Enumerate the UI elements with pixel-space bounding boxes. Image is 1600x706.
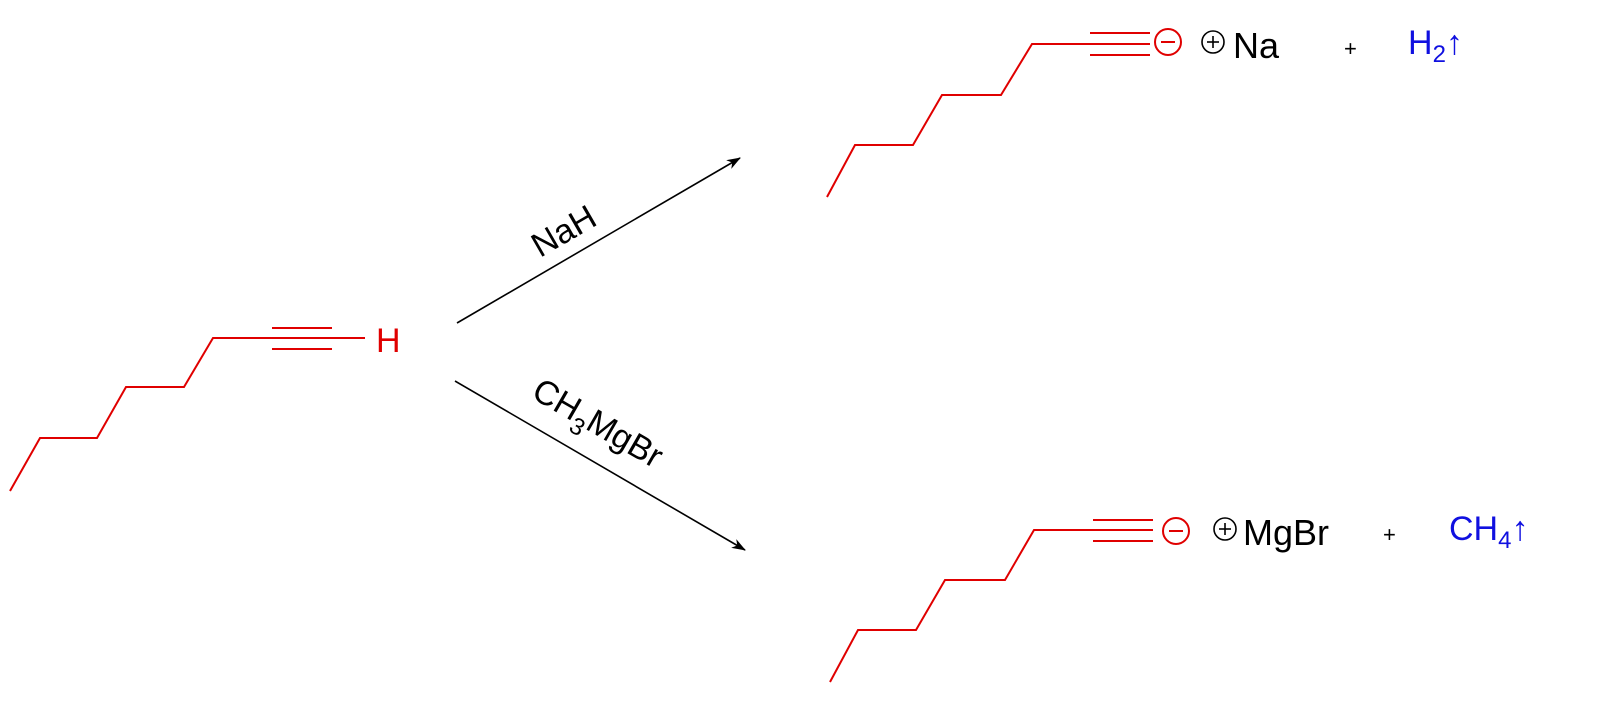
counterion-mgbr: MgBr (1243, 512, 1329, 553)
counterion-na: Na (1233, 25, 1280, 66)
hydrogen-label: H (376, 322, 401, 360)
svg-text:CH3MgBr: CH3MgBr (522, 371, 669, 483)
alkyl-chain (829, 529, 1153, 683)
plus-sign: + (1344, 36, 1357, 61)
gas-h2: H2↑ (1408, 24, 1463, 68)
positive-charge-icon (1201, 30, 1225, 54)
reaction-arrow-top (456, 157, 741, 324)
plus-sign: + (1383, 522, 1396, 547)
negative-charge-icon (1154, 28, 1182, 56)
positive-charge-icon (1213, 517, 1237, 541)
reactant-octyne (9, 327, 365, 492)
product-magnesium-acetylide (829, 517, 1190, 683)
reaction-arrow-bottom (454, 380, 746, 551)
alkyl-chain (9, 337, 365, 492)
negative-charge-icon (1162, 517, 1190, 545)
reagent-nah: NaH (525, 198, 603, 265)
alkyl-chain (826, 43, 1150, 198)
gas-ch4: CH4↑ (1449, 510, 1528, 554)
reagent-ch3mgbr: CH3MgBr (522, 371, 669, 483)
product-sodium-acetylide (826, 28, 1182, 198)
